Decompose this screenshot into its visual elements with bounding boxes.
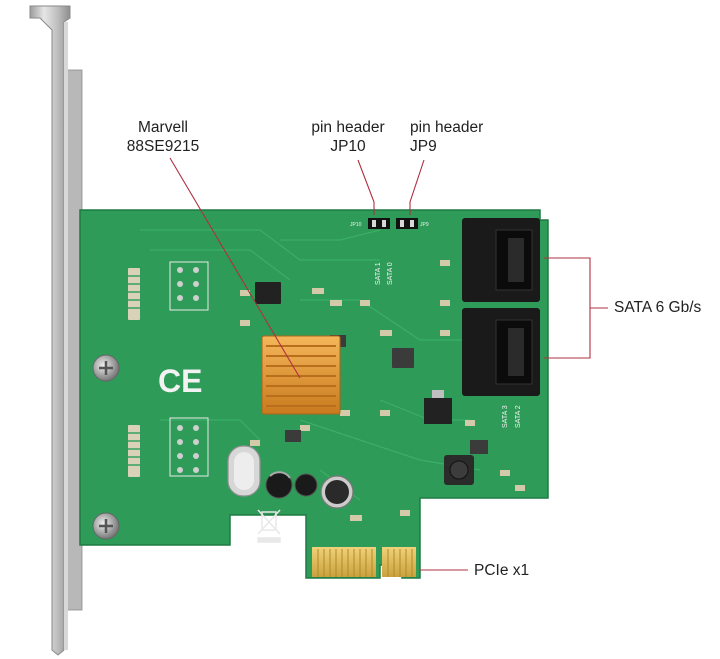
label-jp9-line1: pin header — [410, 119, 484, 136]
label-jp10: pin header JP10 — [298, 118, 398, 156]
voltage-regulator — [424, 390, 452, 424]
label-jp10-line2: JP10 — [330, 138, 366, 155]
inductor — [444, 455, 474, 485]
ce-mark: CE — [158, 363, 202, 399]
pin-header-jp9 — [396, 218, 418, 229]
capacitor — [265, 471, 354, 509]
sata-port-bottom — [462, 308, 540, 396]
callout-line-marvell — [169, 157, 301, 379]
label-jp10-line1: pin header — [311, 119, 385, 136]
weee-bin-icon — [257, 509, 281, 543]
label-marvell-line2: 88SE9215 — [126, 138, 200, 155]
callout-line-jp9 — [409, 159, 425, 215]
label-marvell: Marvell 88SE9215 — [108, 118, 218, 156]
pin-header-jp10 — [368, 218, 390, 229]
label-jp9: pin header JP9 — [410, 118, 510, 156]
sata-port-top — [462, 218, 540, 302]
heatsink — [261, 335, 341, 415]
metal-bracket — [29, 5, 83, 656]
label-jp9-line2: JP9 — [410, 138, 437, 155]
label-pcie-text: PCIe x1 — [474, 562, 530, 579]
bracket-screw — [92, 354, 120, 540]
label-sata-text: SATA 6 Gb/s — [614, 299, 702, 316]
silkscreen-sata-0: SATA 0 — [387, 262, 394, 285]
silkscreen-jp10: JP10 — [350, 222, 362, 228]
marvell-chip — [255, 282, 281, 304]
silkscreen-sata-1: SATA 1 — [375, 262, 382, 285]
label-sata: SATA 6 Gb/s — [614, 298, 718, 317]
silkscreen-sata-3: SATA 3 — [502, 405, 509, 428]
callout-line-jp10 — [357, 159, 375, 215]
label-pcie: PCIe x1 — [474, 561, 564, 580]
silkscreen-jp9: JP9 — [420, 222, 429, 228]
callout-lines — [169, 157, 608, 571]
pcie-connector — [312, 547, 416, 577]
crystal-oscillator — [227, 445, 261, 497]
label-marvell-line1: Marvell — [138, 119, 188, 136]
silkscreen-sata-2: SATA 2 — [515, 405, 522, 428]
callout-bracket-sata — [544, 257, 608, 359]
